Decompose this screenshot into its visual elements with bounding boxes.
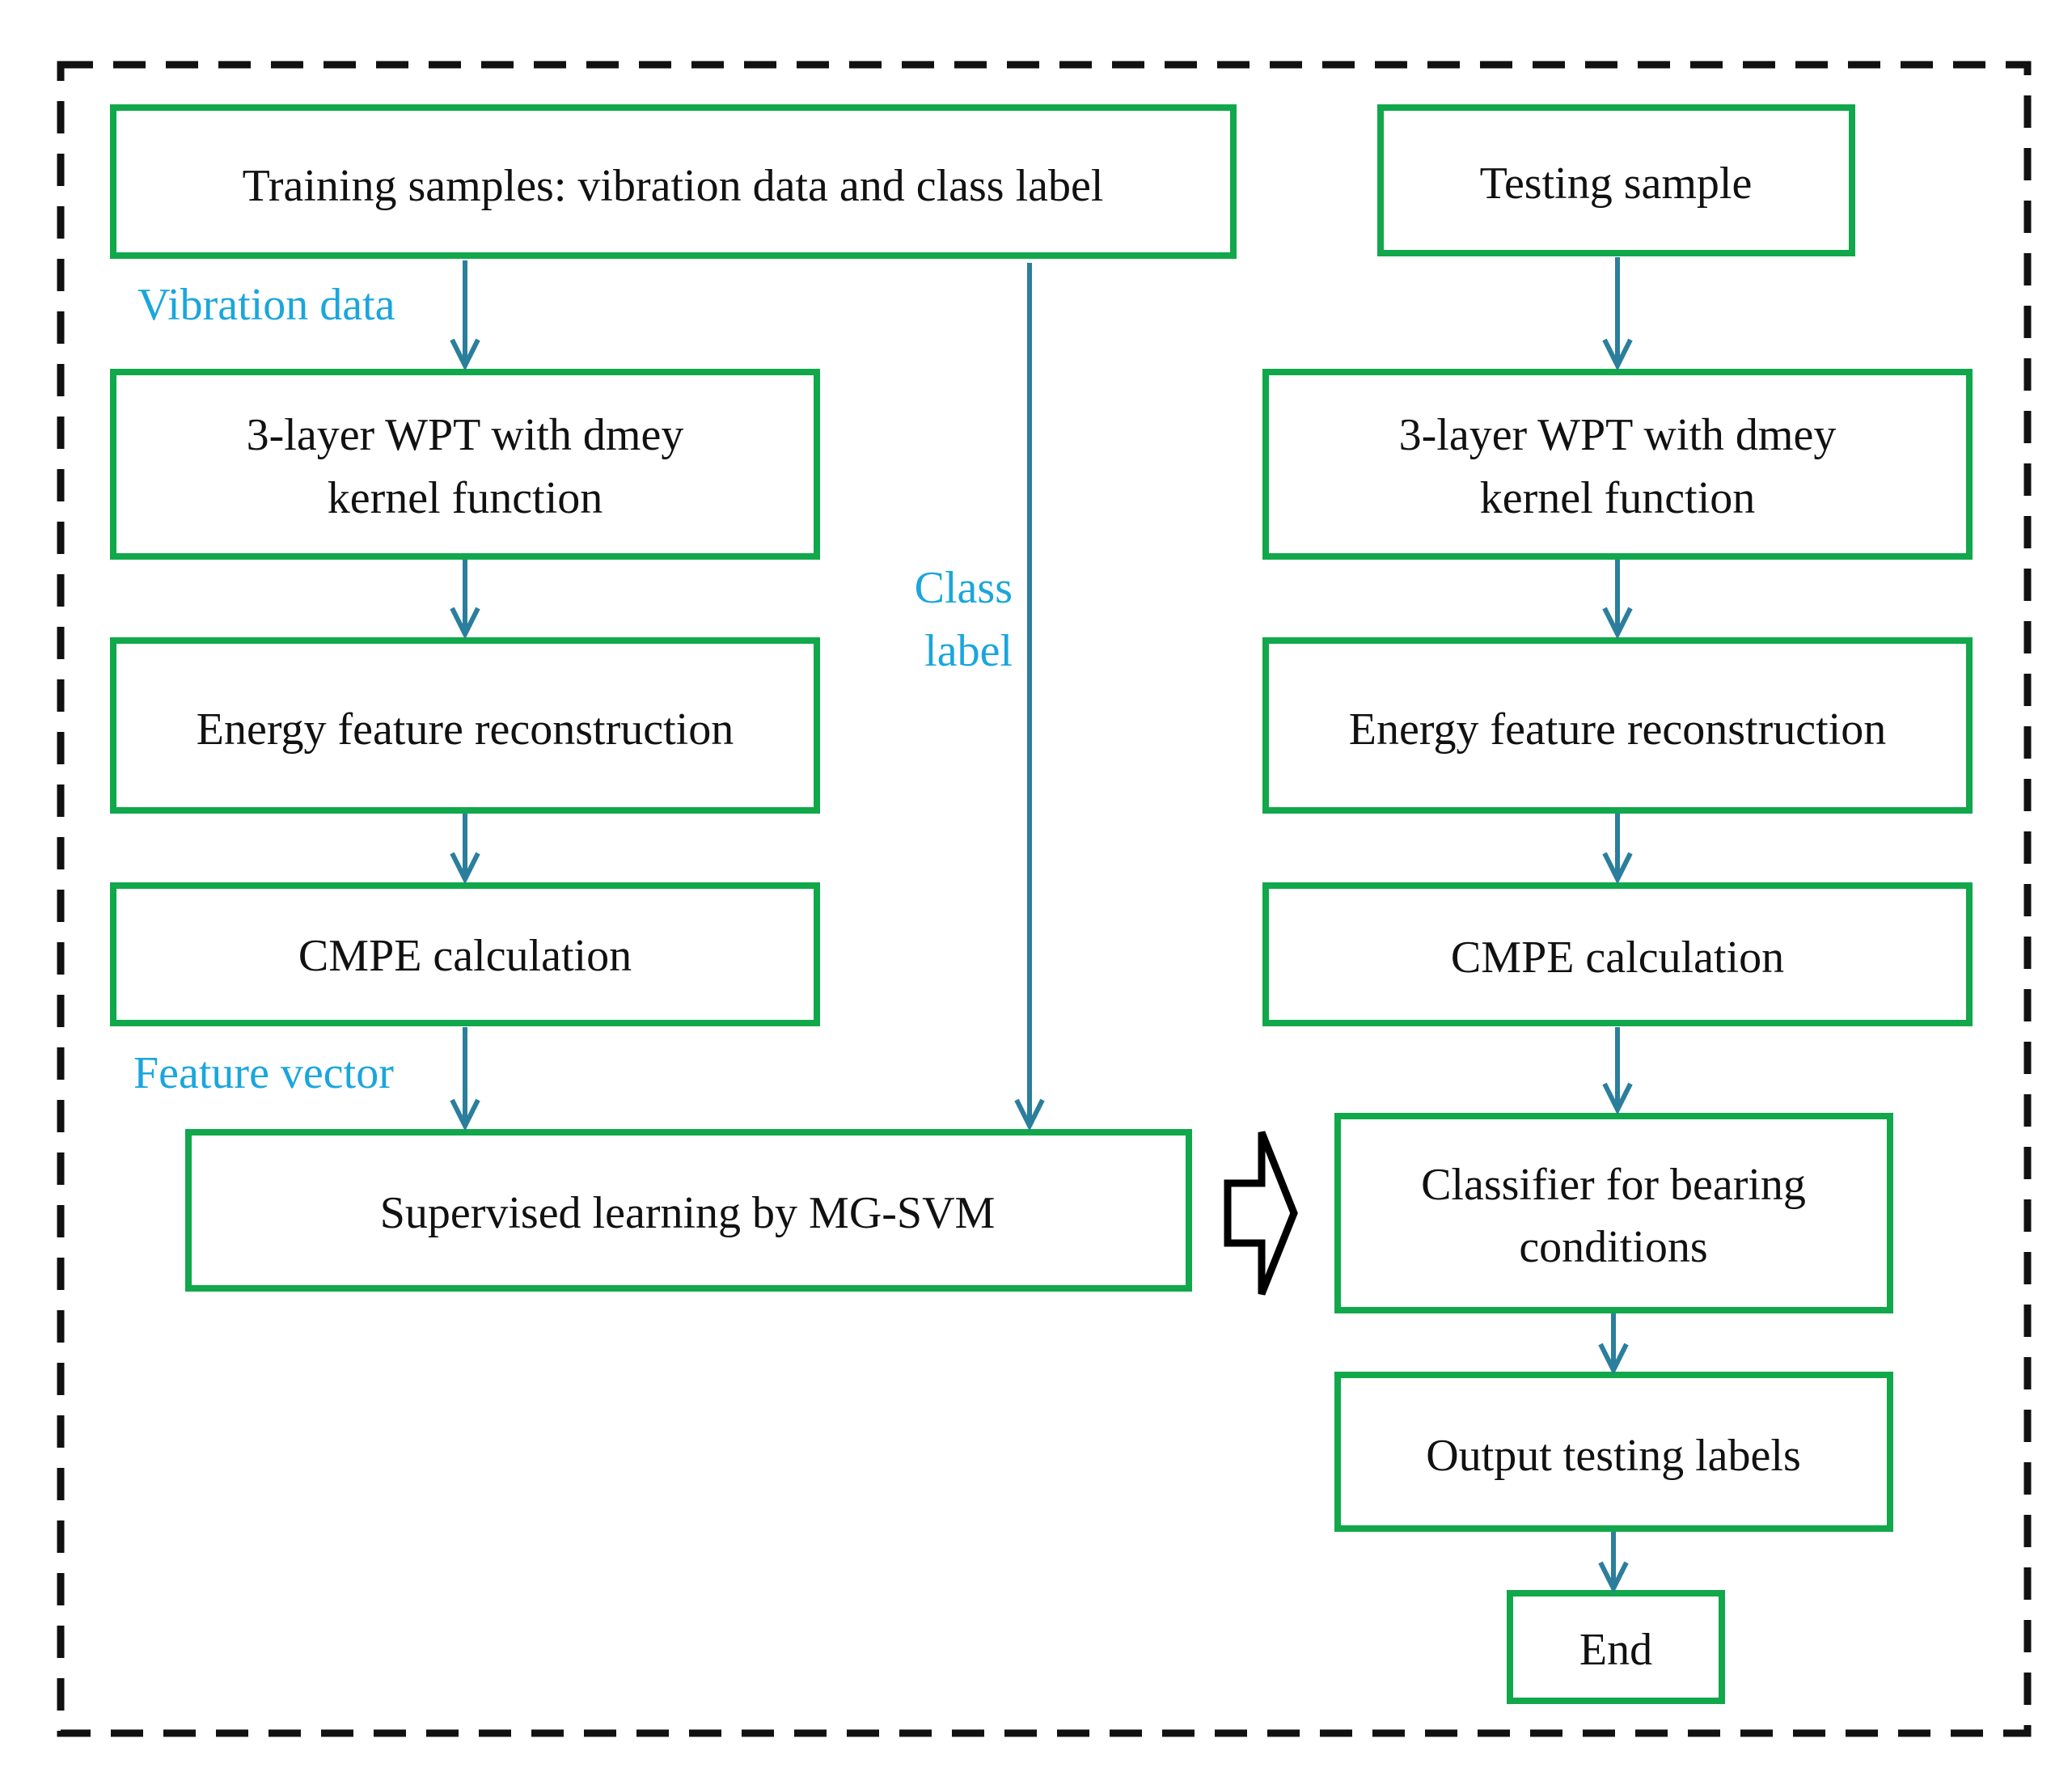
edges xyxy=(450,257,1633,1594)
arrowhead-test-wpt-to-energy xyxy=(1602,607,1633,640)
node-test-wpt-line1: 3-layer WPT with dmey xyxy=(1399,410,1837,460)
arrowhead-training-to-wpt xyxy=(450,338,480,371)
node-train-cmpe: CMPE calculation xyxy=(110,882,820,1026)
node-test-wpt-line2: kernel function xyxy=(1480,473,1756,523)
node-test-wpt: 3-layer WPT with dmey kernel function xyxy=(1262,369,1973,560)
edge-label-class-line1: Class xyxy=(915,563,1013,613)
node-training-samples: Training samples: vibration data and cla… xyxy=(110,104,1237,259)
node-train-cmpe-label: CMPE calculation xyxy=(298,931,632,981)
arrowhead-test-cmpe-to-classifier xyxy=(1602,1082,1633,1115)
arrowhead-wpt-to-energy xyxy=(450,607,480,640)
node-train-energy: Energy feature reconstruction xyxy=(110,637,820,814)
arrowhead-cmpe-to-learning xyxy=(450,1098,480,1131)
node-classifier-line1: Classifier for bearing xyxy=(1421,1160,1806,1210)
arrowhead-output-to-end xyxy=(1598,1561,1629,1594)
outer-dashed-frame xyxy=(57,61,2032,1737)
node-classifier-line2: conditions xyxy=(1519,1222,1707,1272)
node-test-cmpe: CMPE calculation xyxy=(1262,882,1973,1026)
node-train-energy-label: Energy feature reconstruction xyxy=(197,704,734,755)
edge-label-feature-vector: Feature vector xyxy=(133,1048,394,1098)
node-testing-sample: Testing sample xyxy=(1377,104,1855,256)
node-output-labels-label: Output testing labels xyxy=(1426,1431,1801,1481)
node-end-label: End xyxy=(1579,1625,1652,1675)
node-train-wpt-line1: 3-layer WPT with dmey xyxy=(247,410,684,460)
block-arrow-learning-to-classifier xyxy=(1224,1131,1298,1296)
edge-label-vibration-data: Vibration data xyxy=(137,280,395,330)
arrowhead-energy-to-cmpe xyxy=(450,852,480,885)
edge-label-class-line2: label xyxy=(924,626,1013,676)
node-output-labels: Output testing labels xyxy=(1334,1372,1893,1532)
node-train-wpt: 3-layer WPT with dmey kernel function xyxy=(110,369,820,560)
node-testing-sample-label: Testing sample xyxy=(1480,159,1753,209)
node-test-cmpe-label: CMPE calculation xyxy=(1451,933,1784,983)
arrowhead-test-energy-to-cmpe xyxy=(1602,852,1633,885)
node-test-energy: Energy feature reconstruction xyxy=(1262,637,1973,814)
node-train-wpt-line2: kernel function xyxy=(328,473,603,523)
node-test-energy-label: Energy feature reconstruction xyxy=(1349,704,1886,755)
node-end: End xyxy=(1507,1590,1725,1704)
arrowhead-classifier-to-output xyxy=(1598,1343,1629,1376)
arrowhead-class-label xyxy=(1014,1098,1045,1131)
node-supervised-learning-label: Supervised learning by MG-SVM xyxy=(380,1188,996,1238)
node-training-samples-label: Training samples: vibration data and cla… xyxy=(243,161,1104,211)
node-supervised-learning: Supervised learning by MG-SVM xyxy=(185,1129,1192,1292)
arrowhead-testing-to-wpt xyxy=(1602,338,1633,371)
node-classifier: Classifier for bearing conditions xyxy=(1334,1113,1893,1313)
